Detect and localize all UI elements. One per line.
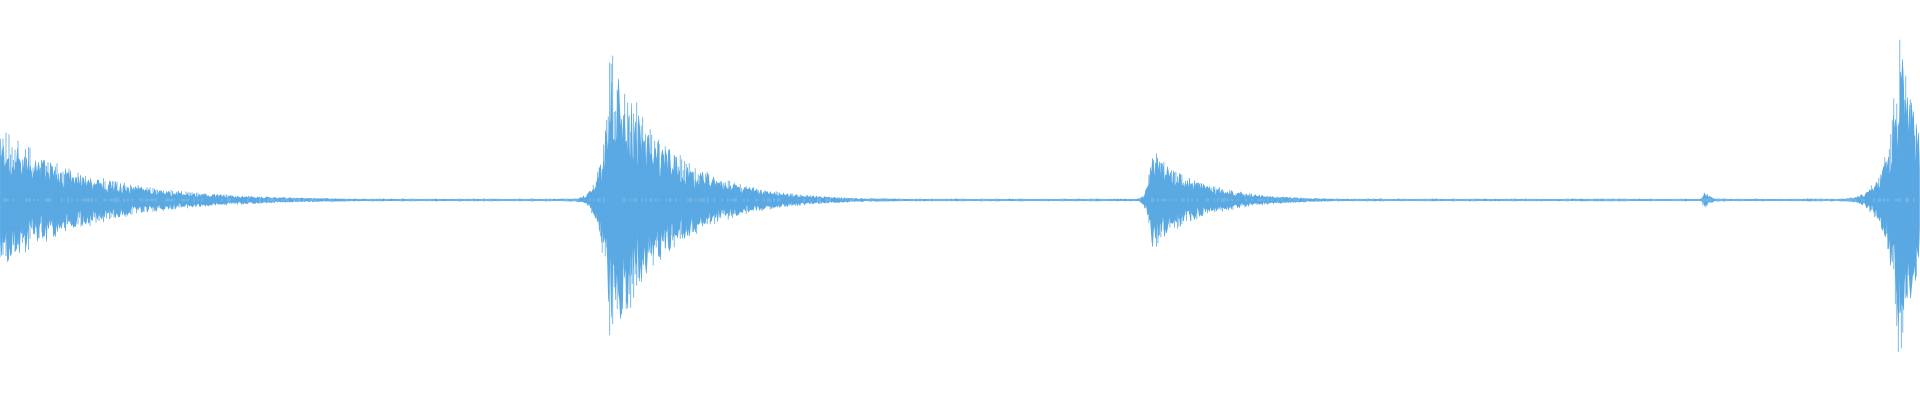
waveform-envelope xyxy=(0,59,1920,323)
waveform-samples xyxy=(0,39,1920,352)
